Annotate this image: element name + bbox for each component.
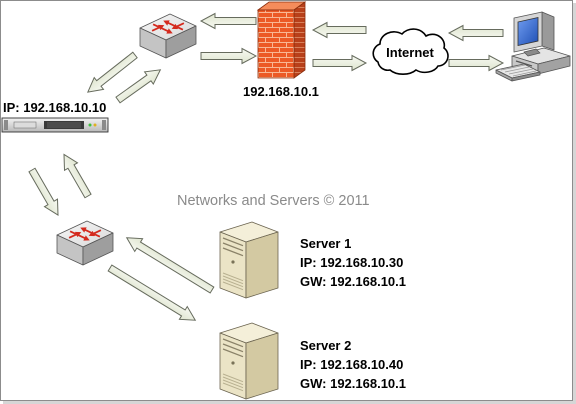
access-switch bbox=[56, 220, 114, 266]
core-switch bbox=[139, 13, 197, 59]
server-1-ip: IP: 192.168.10.30 bbox=[300, 255, 403, 270]
arrow-access-switch-to-rack-server bbox=[63, 153, 92, 199]
rack-server-ip-label: IP: 192.168.10.10 bbox=[3, 100, 106, 115]
arrow-rack-server-to-access-switch bbox=[28, 167, 59, 216]
server-2-name: Server 2 bbox=[300, 338, 351, 353]
arrow-rack-server-to-core-switch bbox=[115, 69, 162, 104]
arrow-core-switch-to-rack-server bbox=[87, 51, 138, 93]
internet-cloud: Internet bbox=[372, 28, 449, 75]
arrow-access-switch-to-servers bbox=[107, 264, 197, 321]
arrow-workstation-to-internet bbox=[447, 24, 504, 42]
switching-arrows bbox=[151, 20, 185, 34]
monitor bbox=[513, 11, 555, 57]
desktop-computer-icon bbox=[495, 11, 571, 82]
arrow-firewall-to-core-switch bbox=[199, 12, 257, 30]
server-1-gateway: GW: 192.168.10.1 bbox=[300, 274, 406, 289]
tower-server-icon bbox=[219, 322, 279, 400]
arrow-internet-to-firewall bbox=[311, 21, 367, 39]
monitor-screen bbox=[517, 17, 539, 46]
firewall-icon bbox=[256, 1, 307, 79]
server-1-name: Server 1 bbox=[300, 236, 351, 251]
firewall-ip-label: 192.168.10.1 bbox=[243, 84, 319, 99]
arrow-core-switch-to-firewall bbox=[200, 47, 258, 65]
server-2-ip: IP: 192.168.10.40 bbox=[300, 357, 403, 372]
server-2-gateway: GW: 192.168.10.1 bbox=[300, 376, 406, 391]
internet-label: Internet bbox=[386, 45, 434, 60]
server-2: Server 2 IP: 192.168.10.40 GW: 192.168.1… bbox=[219, 322, 406, 400]
rack-server bbox=[1, 117, 109, 133]
arrow-internet-to-workstation bbox=[448, 54, 505, 72]
server-1: Server 1 IP: 192.168.10.30 GW: 192.168.1… bbox=[219, 221, 406, 299]
switch-icon bbox=[139, 13, 197, 59]
link-arrows bbox=[28, 12, 505, 321]
tower-server-icon bbox=[219, 221, 279, 299]
rack-server-icon bbox=[1, 117, 109, 133]
switching-arrows bbox=[68, 227, 102, 241]
switch-icon bbox=[56, 220, 114, 266]
arrow-firewall-to-internet bbox=[312, 54, 368, 72]
cloud-icon bbox=[372, 28, 449, 75]
workstation bbox=[495, 11, 571, 82]
keyboard bbox=[495, 63, 541, 82]
arrow-servers-to-access-switch bbox=[125, 237, 215, 294]
copyright-watermark: Networks and Servers © 2011 bbox=[177, 193, 370, 209]
firewall bbox=[256, 1, 307, 79]
